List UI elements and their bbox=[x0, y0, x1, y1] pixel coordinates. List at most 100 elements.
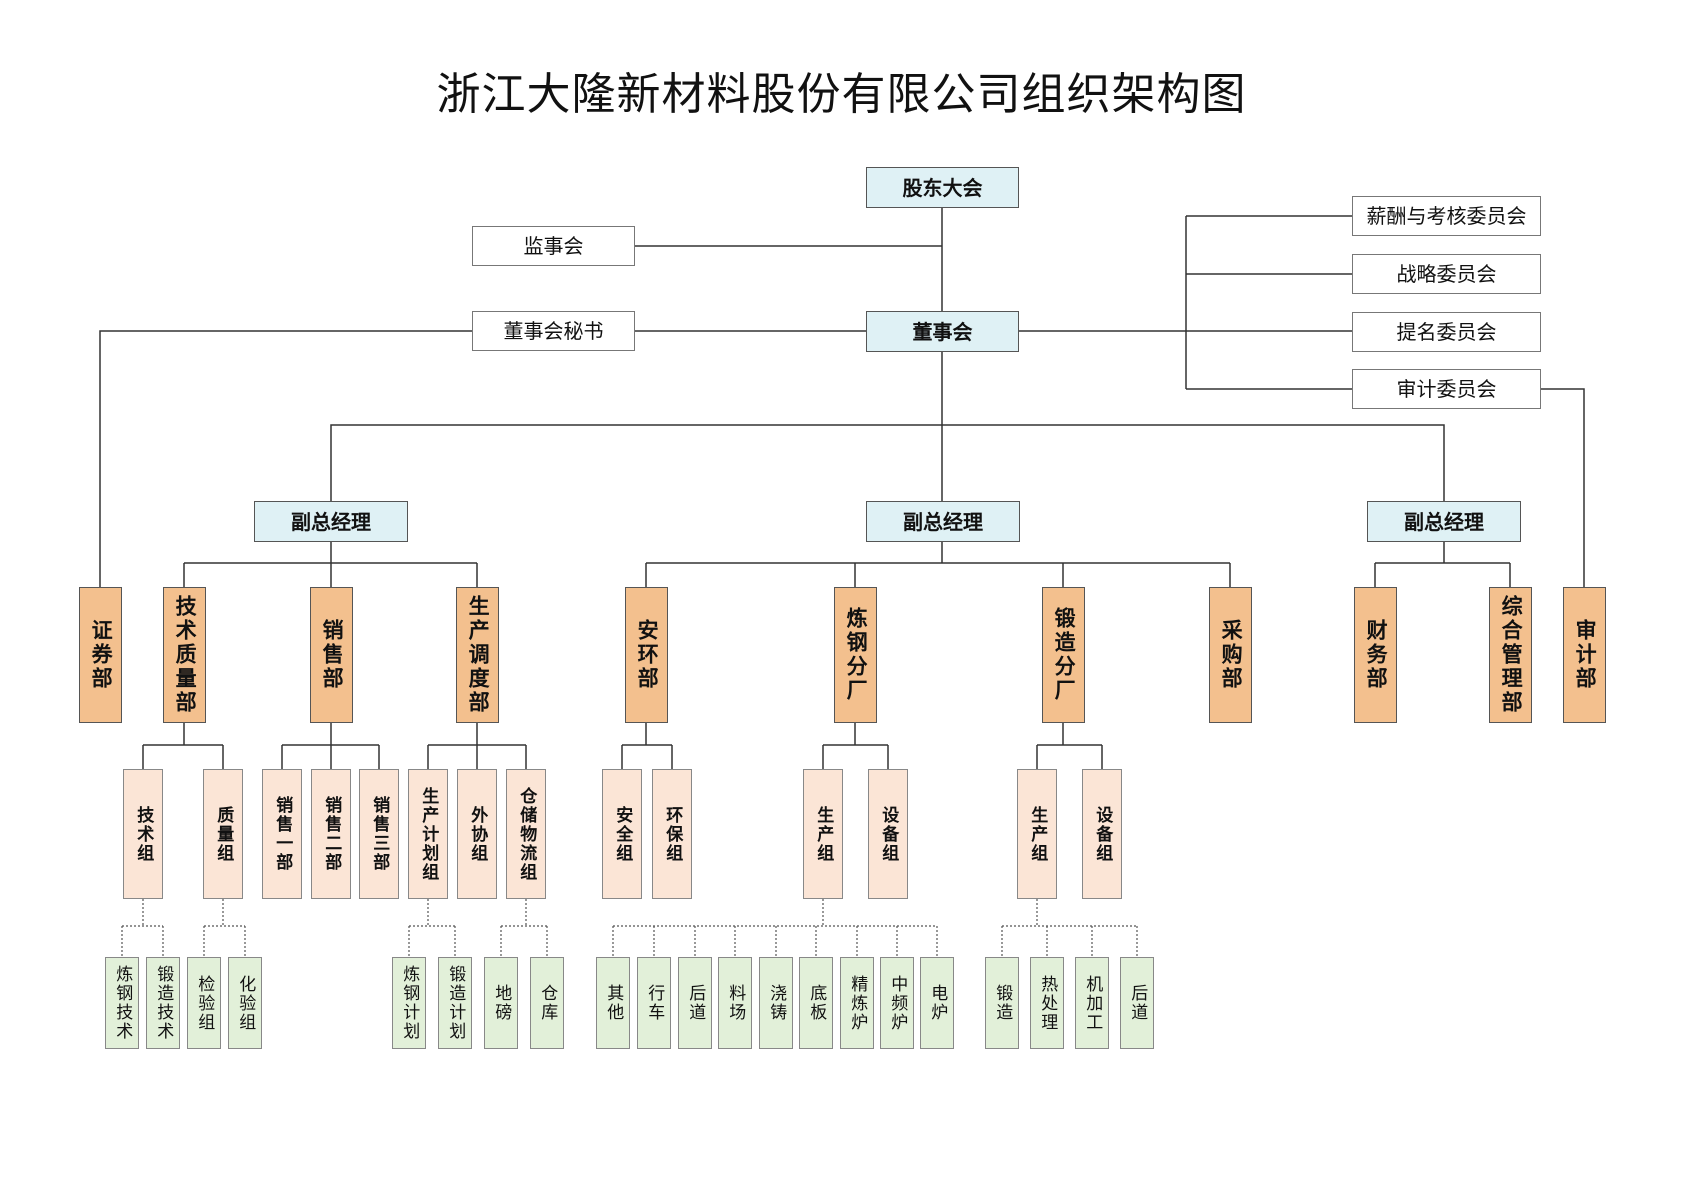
leaf-label: 地磅 bbox=[491, 984, 512, 1022]
dept-sales: 销售部 bbox=[310, 587, 353, 723]
leaf-label: 中频炉 bbox=[887, 974, 908, 1032]
committee-compensation-box: 薪酬与考核委员会 bbox=[1352, 196, 1541, 236]
audit-committee-to-audit-dept-connector bbox=[1541, 388, 1585, 587]
plan-leaf-connector bbox=[408, 899, 456, 957]
vp-center-dept-drops bbox=[645, 563, 1231, 587]
safety-env-group-connector bbox=[621, 723, 673, 769]
leaf-steel-crane: 行车 bbox=[637, 957, 671, 1049]
leaf-label: 锻造 bbox=[992, 984, 1013, 1022]
leaf-label: 浇铸 bbox=[766, 984, 787, 1022]
dept-production: 生产调度部 bbox=[456, 587, 499, 723]
board-label: 董事会 bbox=[912, 319, 973, 344]
group-forge-production: 生产组 bbox=[1017, 769, 1057, 899]
production-group-connector bbox=[427, 723, 527, 769]
leaf-plan-steel: 炼钢计划 bbox=[392, 957, 426, 1049]
board-secretary-label: 董事会秘书 bbox=[503, 319, 604, 343]
dept-audit: 审计部 bbox=[1563, 587, 1606, 723]
leaf-logistics-warehouse: 仓库 bbox=[530, 957, 564, 1049]
steel-production-leaf-connector bbox=[612, 899, 938, 957]
shareholders-label: 股东大会 bbox=[902, 175, 983, 200]
vp-right-label: 副总经理 bbox=[1404, 509, 1484, 534]
committee-audit-box: 审计委员会 bbox=[1352, 369, 1541, 409]
vp-right-dept-drops bbox=[1374, 563, 1511, 587]
group-plan: 生产计划组 bbox=[408, 769, 448, 899]
group-safety: 安全组 bbox=[602, 769, 642, 899]
dept-admin: 综合管理部 bbox=[1489, 587, 1532, 723]
tech-quality-group-connector bbox=[142, 723, 224, 769]
leaf-label: 炼钢技术 bbox=[112, 965, 133, 1041]
tech-leaf-connector bbox=[121, 899, 164, 957]
leaf-label: 后道 bbox=[685, 984, 706, 1022]
leaf-quality-inspection: 检验组 bbox=[187, 957, 221, 1049]
leaf-quality-lab: 化验组 bbox=[228, 957, 262, 1049]
group-steel-production: 生产组 bbox=[803, 769, 843, 899]
dept-safety-env: 安环部 bbox=[625, 587, 668, 723]
leaf-forge-finishing: 后道 bbox=[1120, 957, 1154, 1049]
group-sales2: 销售二部 bbox=[311, 769, 351, 899]
secretary-to-securities-connector bbox=[99, 330, 472, 587]
vp-center-label: 副总经理 bbox=[903, 509, 983, 534]
dept-securities: 证券部 bbox=[79, 587, 122, 723]
leaf-label: 后道 bbox=[1127, 984, 1148, 1022]
page-title: 浙江大隆新材料股份有限公司组织架构图 bbox=[436, 69, 1247, 120]
group-outsource: 外协组 bbox=[457, 769, 497, 899]
leaf-label: 热处理 bbox=[1037, 974, 1058, 1032]
leaf-steel-refining: 精炼炉 bbox=[840, 957, 874, 1049]
group-steel-equipment: 设备组 bbox=[868, 769, 908, 899]
leaf-label: 化验组 bbox=[235, 974, 256, 1032]
quality-leaf-connector bbox=[203, 899, 246, 957]
supervisory-board-label: 监事会 bbox=[523, 234, 584, 258]
dept-steelmaking: 炼钢分厂 bbox=[834, 587, 877, 723]
leaf-label: 锻造计划 bbox=[445, 965, 466, 1041]
leaf-plan-forge: 锻造计划 bbox=[438, 957, 472, 1049]
dept-forging: 锻造分厂 bbox=[1042, 587, 1085, 723]
dept-tech-quality: 技术质量部 bbox=[163, 587, 206, 723]
group-quality: 质量组 bbox=[203, 769, 243, 899]
vp-left-box: 副总经理 bbox=[254, 501, 408, 542]
leaf-steel-finishing: 后道 bbox=[678, 957, 712, 1049]
leaf-label: 料场 bbox=[725, 984, 746, 1022]
dept-finance: 财务部 bbox=[1354, 587, 1397, 723]
leaf-steel-induction: 中频炉 bbox=[880, 957, 914, 1049]
leaf-forge-forging: 锻造 bbox=[985, 957, 1019, 1049]
committee-audit-label: 审计委员会 bbox=[1396, 377, 1497, 401]
leaf-label: 检验组 bbox=[194, 974, 215, 1032]
leaf-tech-forge: 锻造技术 bbox=[146, 957, 180, 1049]
leaf-label: 精炼炉 bbox=[847, 974, 868, 1032]
leaf-forge-machining: 机加工 bbox=[1075, 957, 1109, 1049]
leaf-label: 其他 bbox=[603, 984, 624, 1022]
forge-production-leaf-connector bbox=[1001, 899, 1138, 957]
committee-strategy-box: 战略委员会 bbox=[1352, 254, 1541, 294]
group-logistics: 仓储物流组 bbox=[506, 769, 546, 899]
vp-left-dept-drops bbox=[183, 563, 478, 587]
leaf-forge-heat: 热处理 bbox=[1030, 957, 1064, 1049]
vp-center-box: 副总经理 bbox=[866, 501, 1020, 542]
leaf-steel-yard: 料场 bbox=[718, 957, 752, 1049]
committee-strategy-label: 战略委员会 bbox=[1396, 262, 1497, 286]
leaf-steel-baseplate: 底板 bbox=[799, 957, 833, 1049]
leaf-label: 锻造技术 bbox=[153, 965, 174, 1041]
group-envprot: 环保组 bbox=[652, 769, 692, 899]
vp-bus bbox=[330, 424, 1445, 501]
forging-group-connector bbox=[1036, 723, 1103, 769]
leaf-steel-casting: 浇铸 bbox=[759, 957, 793, 1049]
leaf-steel-electric: 电炉 bbox=[920, 957, 954, 1049]
leaf-label: 炼钢计划 bbox=[399, 965, 420, 1041]
leaf-tech-steel: 炼钢技术 bbox=[105, 957, 139, 1049]
committee-nomination-box: 提名委员会 bbox=[1352, 312, 1541, 352]
logistics-leaf-connector bbox=[500, 899, 548, 957]
vp-right-box: 副总经理 bbox=[1367, 501, 1521, 542]
dept-purchasing: 采购部 bbox=[1209, 587, 1252, 723]
steelmaking-group-connector bbox=[822, 723, 889, 769]
group-forge-equipment: 设备组 bbox=[1082, 769, 1122, 899]
leaf-logistics-scale: 地磅 bbox=[484, 957, 518, 1049]
group-sales3: 销售三部 bbox=[359, 769, 399, 899]
leaf-label: 仓库 bbox=[537, 984, 558, 1022]
leaf-label: 电炉 bbox=[927, 984, 948, 1022]
group-sales1: 销售一部 bbox=[262, 769, 302, 899]
board-secretary-box: 董事会秘书 bbox=[472, 311, 635, 351]
supervisory-board-box: 监事会 bbox=[472, 226, 635, 266]
leaf-steel-other: 其他 bbox=[596, 957, 630, 1049]
committee-compensation-label: 薪酬与考核委员会 bbox=[1366, 204, 1527, 228]
